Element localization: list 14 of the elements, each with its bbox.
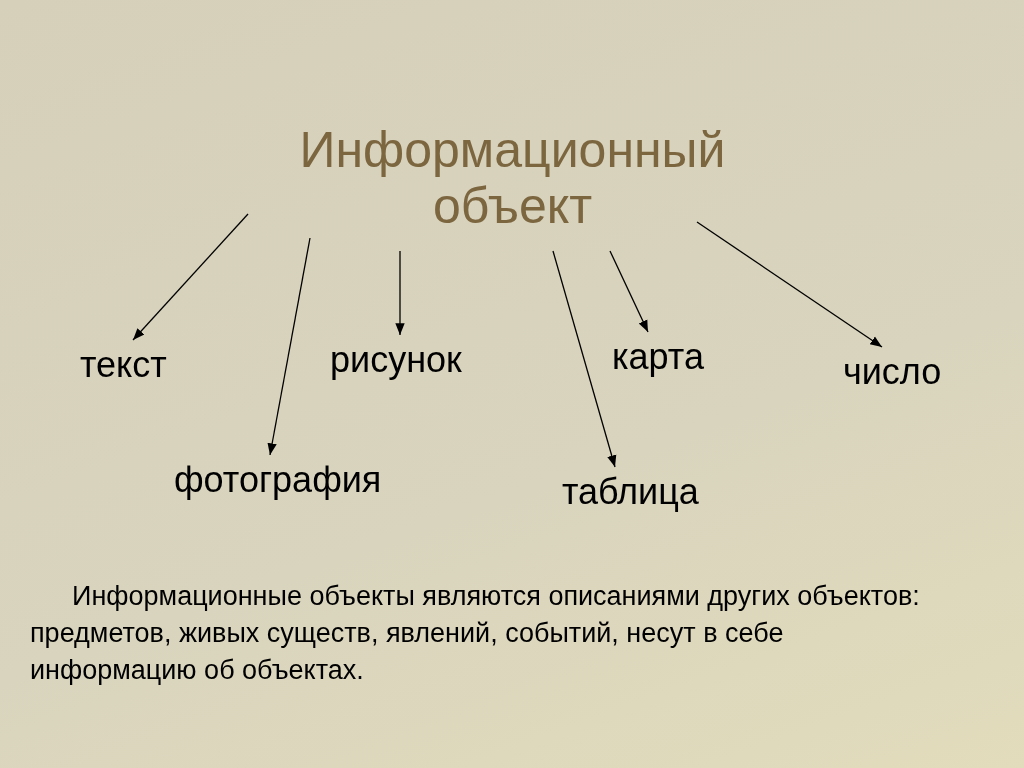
node-label: число xyxy=(843,350,973,394)
arrow xyxy=(395,250,405,336)
description-paragraph: Информационные объекты являются описаниями других объектов: предметов, живых существ, явлений, событий, несут в себе информацию об объектах. xyxy=(30,580,921,687)
arrow xyxy=(267,237,311,456)
arrow xyxy=(696,221,883,348)
node-label: таблица xyxy=(562,470,742,514)
node-label: рисунок xyxy=(330,338,500,382)
arrow xyxy=(609,250,649,333)
node-label: карта xyxy=(612,335,730,379)
arrow xyxy=(552,250,617,468)
arrow xyxy=(132,213,249,341)
title-text: Информационный объект xyxy=(205,112,820,252)
node-label: фотография xyxy=(174,458,444,502)
node-label: текст xyxy=(80,343,195,387)
